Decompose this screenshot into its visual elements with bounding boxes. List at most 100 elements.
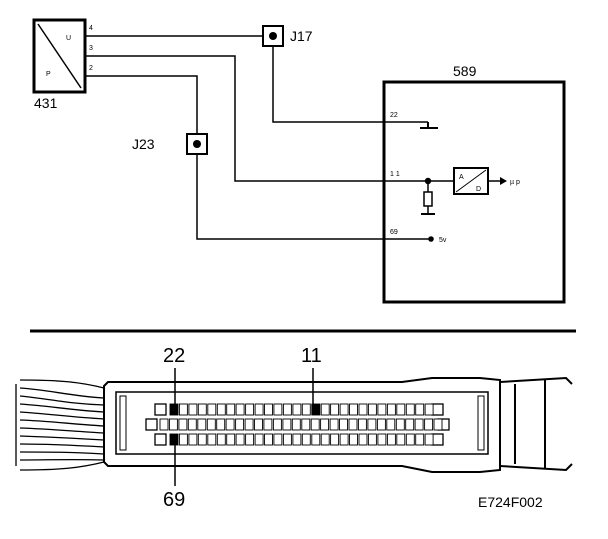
connector-pin [357, 418, 367, 431]
connector-pin [367, 418, 377, 431]
connector-pin [377, 433, 387, 446]
callout-pin-22: 22 [163, 345, 185, 367]
callout-pin-11: 11 [301, 345, 322, 367]
connector-pin [386, 418, 396, 431]
connector-pin-highlighted [169, 433, 179, 446]
supply-voltage-label: 5v [439, 237, 447, 244]
connector-pin [235, 403, 245, 416]
connector-latch [499, 376, 573, 472]
connector-pin [206, 418, 216, 431]
connector-pin [405, 433, 415, 446]
connector-pin [396, 433, 406, 446]
connector-pin [320, 418, 330, 431]
adc-converter: A D µ p [453, 167, 520, 195]
ecu-id: 589 [453, 63, 477, 79]
connector-pin [216, 433, 226, 446]
figure-code: E724F002 [478, 494, 543, 510]
connector-pin [415, 403, 425, 416]
connector-pin [377, 403, 387, 416]
connector-pin [207, 433, 217, 446]
connector-pin [415, 433, 425, 446]
connector-pin [245, 433, 255, 446]
connector-pin [339, 403, 349, 416]
connector-key-left [145, 403, 167, 446]
connector-pin [159, 418, 169, 431]
connector-pin [320, 403, 330, 416]
sensor-431: U P 4 3 2 431 [32, 18, 93, 111]
connector-pin [349, 433, 358, 446]
sensor-letter-u: U [66, 35, 71, 42]
connector-pin [330, 403, 340, 416]
connector-pin [225, 418, 235, 431]
callout-pin-69: 69 [163, 489, 185, 511]
ground-symbol [420, 122, 438, 129]
connector-j17-label: J17 [290, 28, 313, 44]
connector-pin [292, 403, 302, 416]
connector-pin [395, 418, 405, 431]
sensor-pin-label: 3 [89, 45, 93, 52]
resistor-icon [421, 177, 435, 215]
connector-pin [291, 418, 301, 431]
ecu-589: 589 22 1 1 69 A D µ p 5v [382, 63, 566, 304]
connector-pin [329, 418, 339, 431]
connector-pin [405, 403, 415, 416]
sensor-pin-label: 2 [89, 65, 93, 72]
pin-grid [159, 403, 443, 446]
connector-pin [424, 433, 434, 446]
ecu-pin-signal: 1 1 [390, 171, 400, 178]
sensor-letter-p: P [46, 71, 51, 78]
connector-pin [235, 433, 245, 446]
connector-pin [188, 433, 198, 446]
connector-pin [424, 418, 434, 431]
connector-pin-highlighted [169, 403, 179, 416]
connector-pin [348, 418, 358, 431]
connector-j23-label: J23 [132, 136, 155, 152]
connector-pin [301, 403, 311, 416]
wire-harness [15, 379, 105, 471]
connector-pin [301, 418, 311, 431]
connector-pin [263, 418, 273, 431]
connector-pin [226, 433, 236, 446]
connector-pin [178, 433, 188, 446]
ecu-connector-view: 22 11 69 [15, 345, 573, 511]
connector-pin [178, 418, 188, 431]
connector-pin [187, 418, 197, 431]
connector-pin [339, 418, 348, 431]
ecu-pin-ground: 22 [390, 112, 398, 119]
connector-pin [168, 418, 178, 431]
connector-pin [282, 418, 292, 431]
wire-pin4-to-ground [85, 35, 428, 123]
connector-pin [216, 403, 226, 416]
connector-pin [339, 433, 349, 446]
wire-pin2-to-supply [85, 75, 430, 240]
connector-j23: J23 [132, 133, 208, 155]
connector-pin [311, 433, 321, 446]
adc-letter-d: D [476, 186, 481, 193]
connector-pin [292, 433, 302, 446]
connector-pin [254, 418, 263, 431]
connector-pin [349, 403, 358, 416]
connector-pin [197, 433, 207, 446]
connector-pin-highlighted [311, 403, 321, 416]
connector-pin [320, 433, 330, 446]
connector-pin [264, 433, 273, 446]
connector-pin [207, 403, 217, 416]
connector-pin [367, 403, 377, 416]
connector-pin [273, 433, 283, 446]
connector-pin [197, 403, 207, 416]
connector-pin [188, 403, 198, 416]
connector-j17: J17 [262, 25, 313, 47]
connector-pin [386, 433, 396, 446]
connector-pin [414, 418, 424, 431]
connector-pin [272, 418, 282, 431]
adc-letter-a: A [459, 174, 464, 181]
connector-pin [245, 403, 255, 416]
sensor-pin-label: 4 [89, 25, 93, 32]
connector-pin [254, 403, 264, 416]
connector-pin [254, 433, 264, 446]
wire-pin3-to-signal [85, 55, 454, 182]
connector-pin [301, 433, 311, 446]
connector-pin [367, 433, 377, 446]
microprocessor-label: µ p [510, 179, 520, 186]
connector-pin [178, 403, 188, 416]
